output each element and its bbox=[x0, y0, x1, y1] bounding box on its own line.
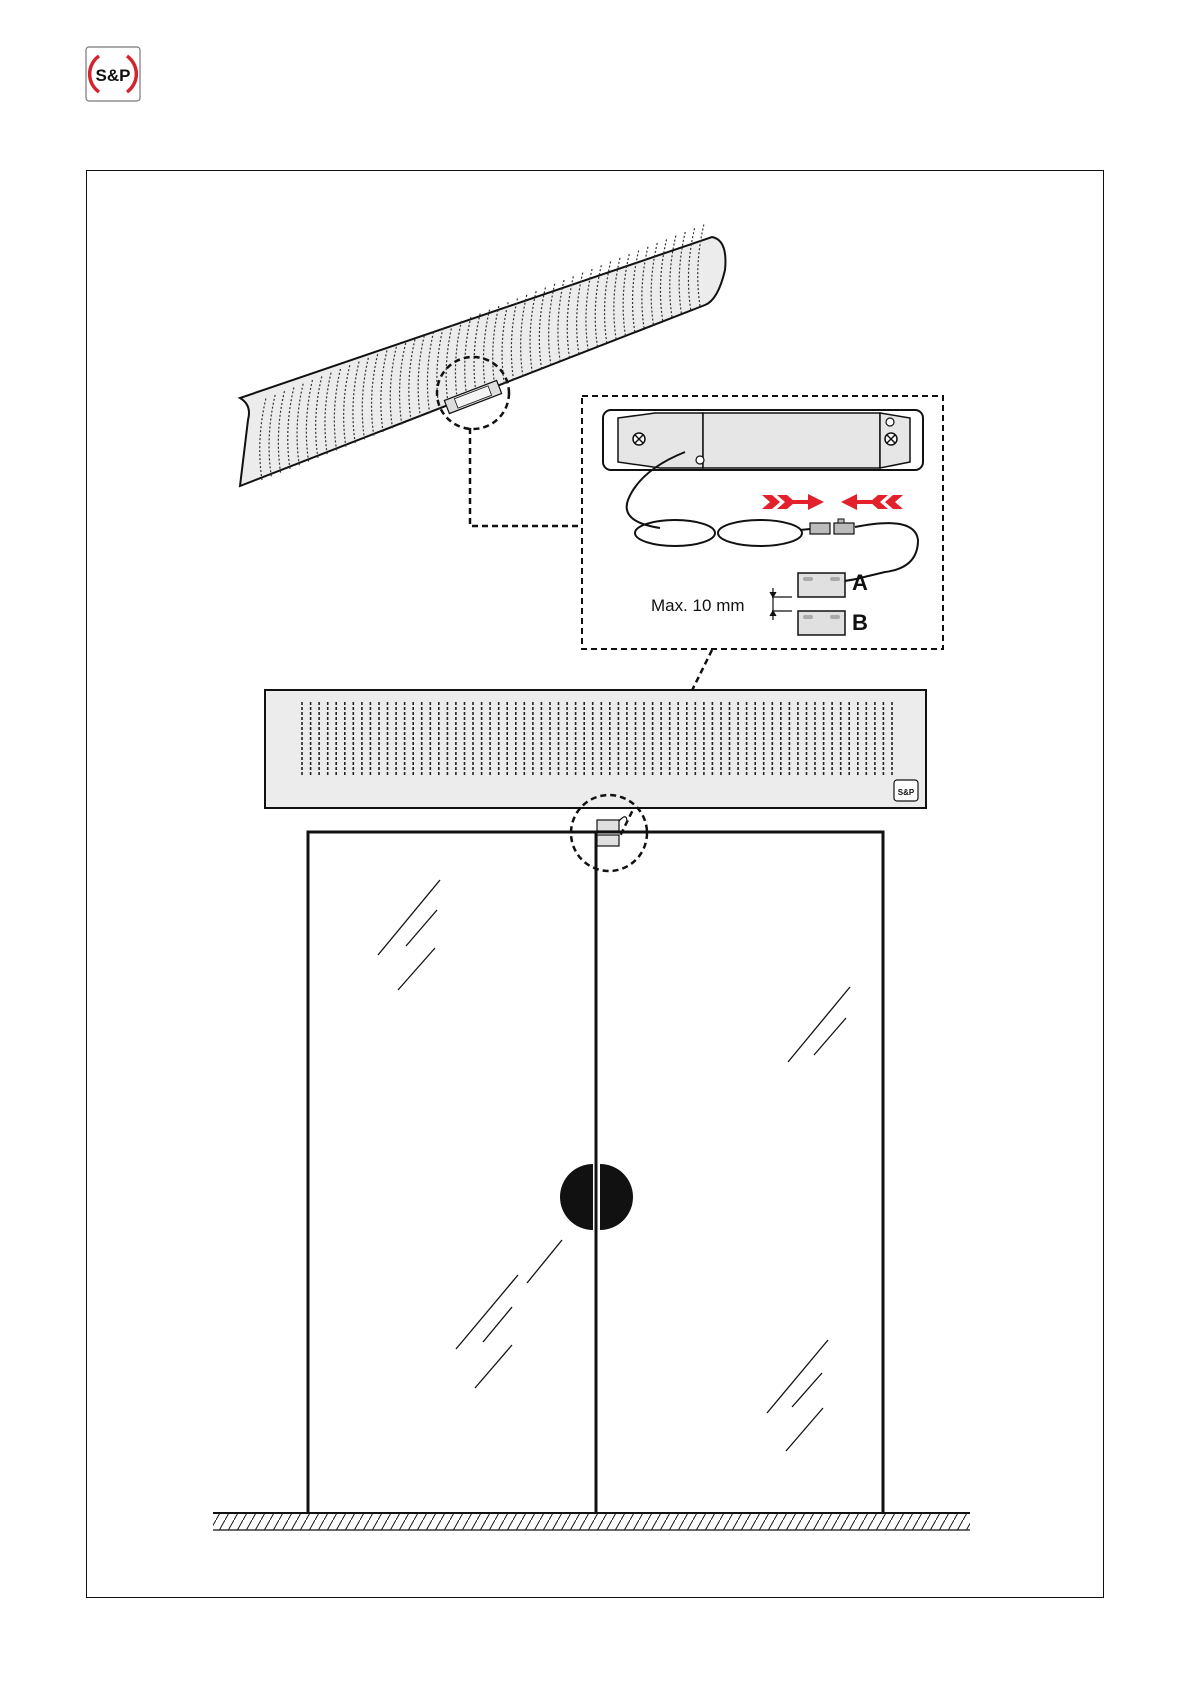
sensor-a-label: A bbox=[852, 570, 868, 595]
front-heater: S&P bbox=[265, 690, 926, 808]
magnetic-sensor-a bbox=[798, 573, 845, 597]
magnetic-sensor-b bbox=[798, 611, 845, 635]
control-module bbox=[603, 410, 923, 470]
sensor-b-label: B bbox=[852, 610, 868, 635]
heater-badge-text: S&P bbox=[898, 788, 915, 797]
glass-double-door bbox=[308, 832, 883, 1512]
glass-reflections bbox=[378, 880, 850, 1451]
max-gap-label: Max. 10 mm bbox=[651, 596, 745, 615]
heater-badge-icon: S&P bbox=[894, 780, 918, 801]
floor bbox=[213, 1513, 970, 1530]
leader-line-top bbox=[470, 428, 582, 526]
